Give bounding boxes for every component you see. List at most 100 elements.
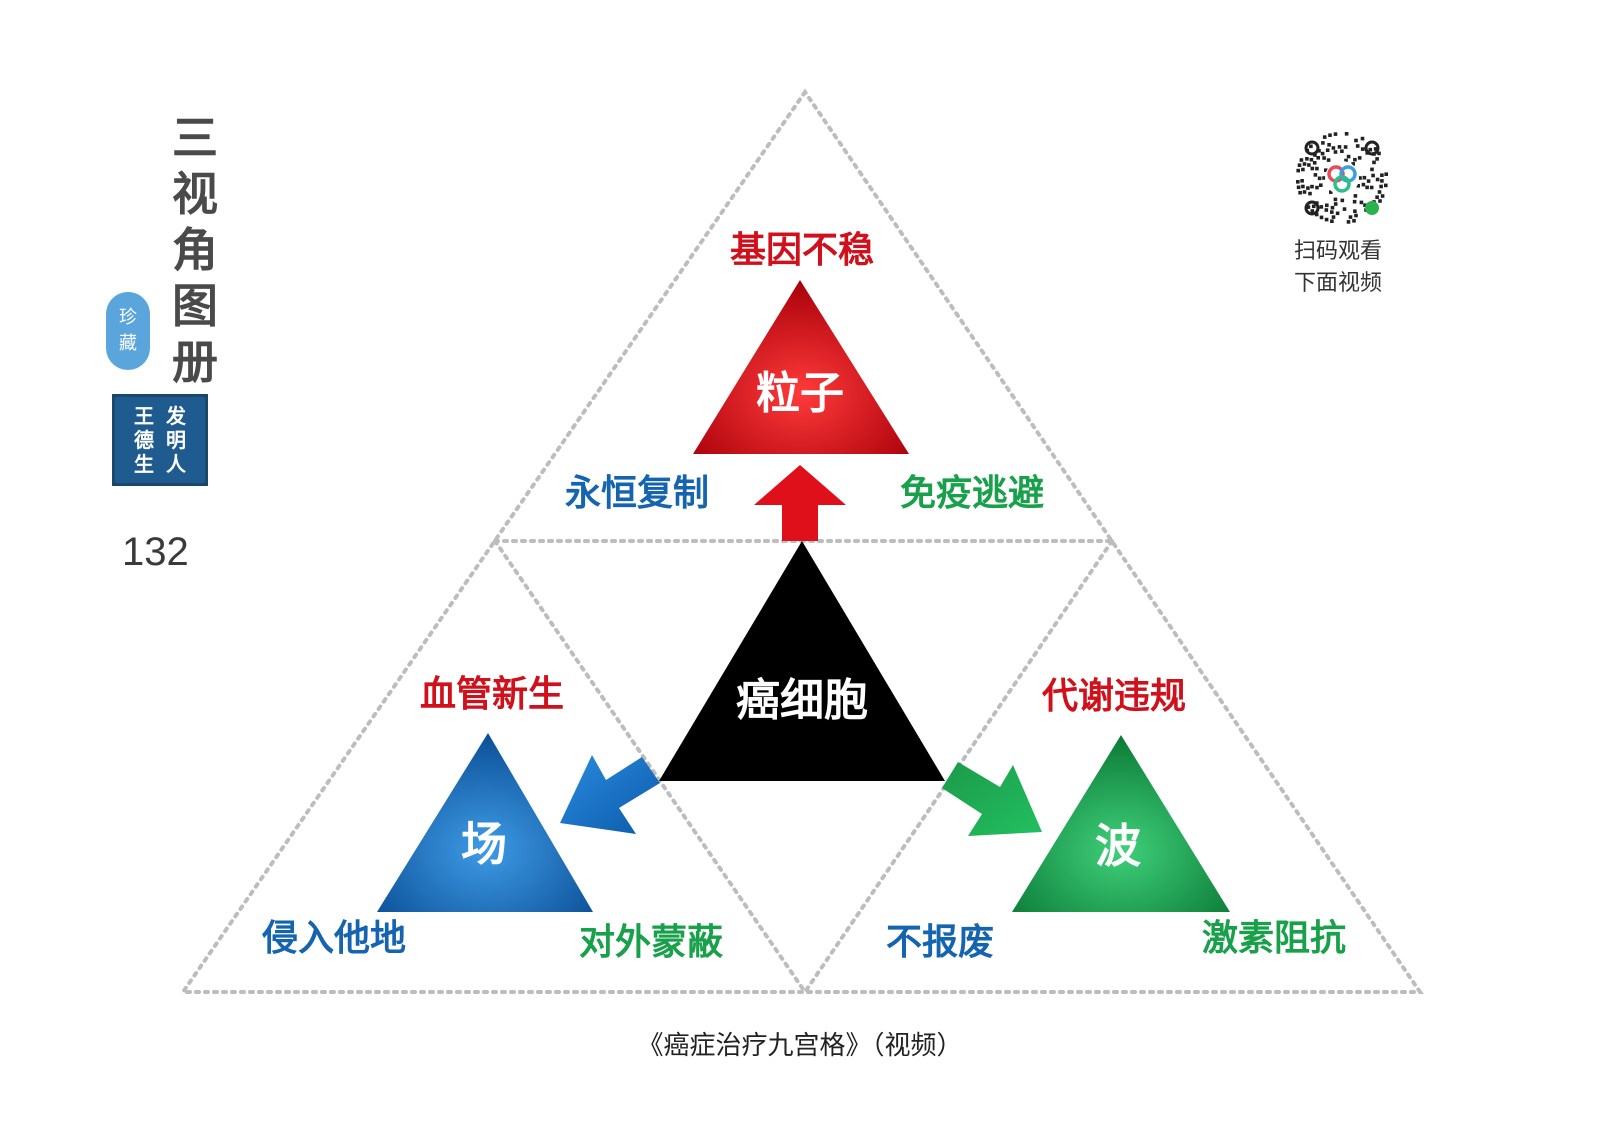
qr-dot [1353,157,1357,162]
seal-char: 明 [166,428,186,452]
top-right-label: 免疫逃避 [900,472,1044,514]
qr-dot [1380,179,1384,183]
qr-dot [1335,211,1340,216]
qr-finder [1364,140,1380,156]
qr-dot [1369,185,1374,190]
qr-dot [1362,175,1367,180]
center-core-label: 癌细胞 [736,675,868,726]
qr-dot [1342,207,1347,211]
qr-dot [1324,168,1328,172]
title-char: 角 [172,223,218,277]
right-right-label: 激素阻抗 [1202,917,1346,959]
qr-dot [1299,158,1304,162]
grid-line-left [493,539,807,994]
qr-dot [1333,197,1338,202]
qr-dot [1325,148,1330,152]
title-char: 册 [172,335,218,389]
qr-dot [1326,158,1331,162]
qr-dot [1371,173,1375,178]
qr-finder [1304,140,1320,156]
qr-dot [1315,185,1319,190]
seal-char: 德 [134,428,154,452]
qr-dot [1322,176,1326,180]
qr-dot [1361,182,1366,187]
qr-caption: 扫码观看 下面视频 [1278,236,1398,300]
qr-dot [1330,210,1334,214]
seal-char: 藏 [119,333,137,354]
qr-dot [1310,209,1315,213]
qr-dot [1360,136,1365,141]
qr-dot [1375,157,1379,161]
qr-dot [1378,199,1382,203]
qr-dot [1380,173,1384,177]
qr-dot [1322,156,1326,160]
left-core-label: 场 [461,817,507,871]
mini-program-badge-icon [1365,201,1379,215]
qr-dot [1308,191,1312,196]
qr-dot [1317,149,1321,153]
qr-dot [1380,194,1385,198]
qr-dot [1327,143,1331,147]
qr-dot [1313,153,1317,157]
qr-dot [1328,133,1332,137]
seal-char: 王 [134,404,154,428]
qr-dot [1322,135,1327,139]
qr-dot [1300,179,1304,183]
qr-dot [1353,209,1357,213]
qr-dot [1311,204,1316,209]
qr-dot [1337,145,1342,149]
qr-dot [1377,190,1382,194]
qr-dot [1340,149,1344,153]
qr-logo-ring [1333,175,1351,193]
inventor-seal-square: 发 明 人 王 德 生 [112,394,208,486]
qr-dot [1310,166,1315,171]
qr-dot [1306,186,1310,190]
qr-caption-line: 下面视频 [1293,271,1382,296]
qr-dot [1343,145,1348,149]
qr-dot [1316,156,1320,160]
qr-dot [1309,144,1313,149]
qr-dot [1368,147,1373,152]
qr-dot [1324,208,1329,212]
qr-dot [1373,147,1378,151]
seal-char: 珍 [119,307,137,328]
qr-dot [1353,194,1358,198]
qr-dot [1384,183,1388,188]
qr-code-icon[interactable] [1296,132,1388,224]
qr-dot [1354,138,1358,143]
top-left-label: 永恒复制 [565,472,709,514]
qr-dot [1307,163,1311,167]
qr-dot [1317,176,1322,181]
qr-dot [1301,184,1305,189]
qr-dot [1320,151,1325,156]
qr-dot [1359,200,1364,205]
qr-dot [1302,162,1307,166]
qr-dot [1354,213,1358,218]
qr-dot [1344,158,1348,163]
qr-dot [1313,173,1318,177]
qr-dot [1344,132,1349,136]
qr-dot [1346,220,1351,224]
qr-caption-line: 扫码观看 [1293,239,1382,264]
qr-dot [1302,190,1307,194]
qr-dot [1319,183,1323,187]
qr-dot [1348,215,1353,219]
qr-dot [1333,132,1338,136]
qr-dot [1297,163,1302,167]
qr-dot [1309,157,1314,162]
qr-dot [1358,176,1362,180]
left-left-label: 侵入他地 [261,917,406,959]
seal-column: 王 德 生 [134,404,154,476]
qr-dot [1352,219,1356,223]
qr-dot [1296,185,1301,190]
qr-dot [1351,162,1355,166]
seal-char: 发 [166,404,186,428]
qr-dot [1355,144,1360,148]
qr-dot [1315,166,1319,171]
center-triangle-black [659,541,945,781]
qr-dot [1319,215,1324,220]
qr-dot [1352,199,1357,204]
right-triangle-green [1012,735,1230,912]
qr-dot [1331,215,1336,219]
